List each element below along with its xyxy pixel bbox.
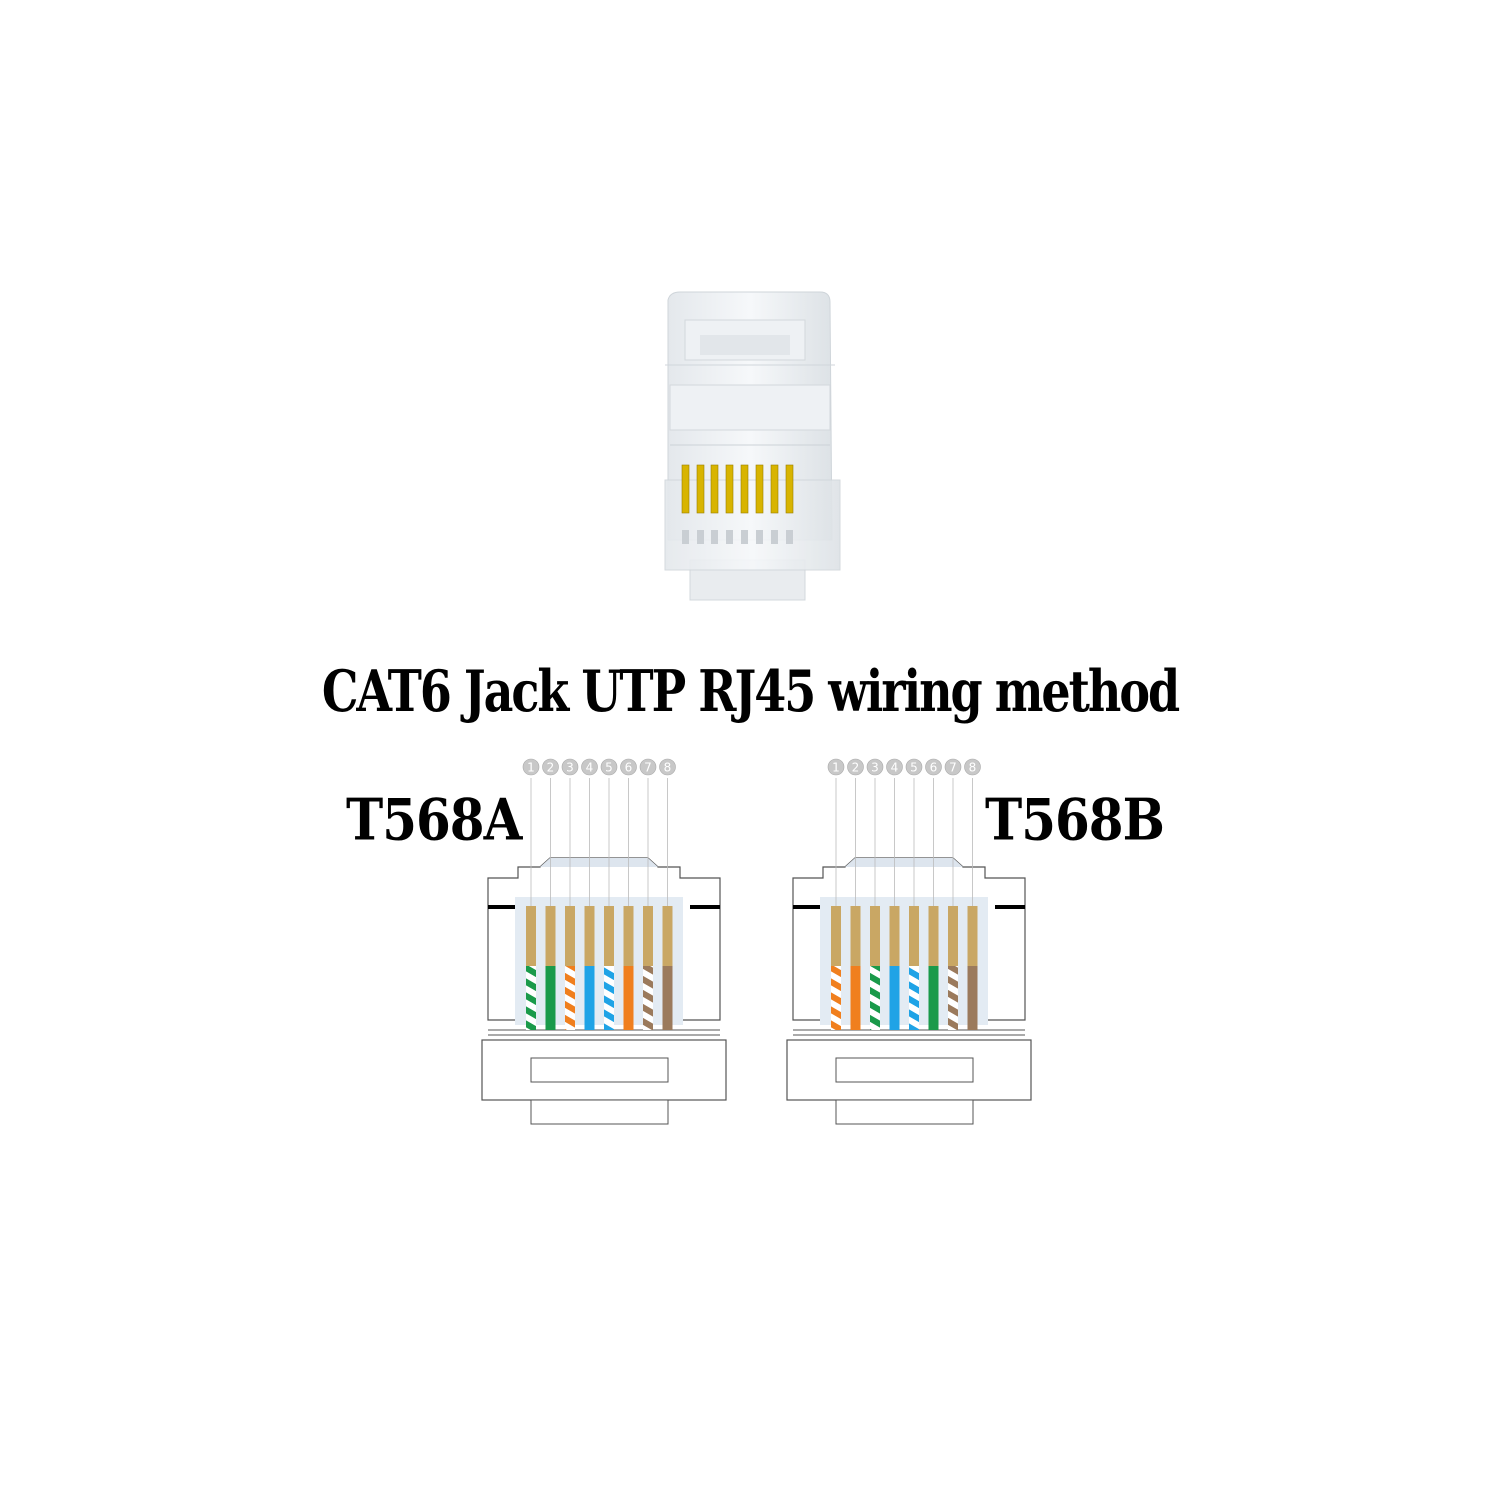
- pin-number-badge: 7: [639, 758, 657, 776]
- wire-white-green: [526, 966, 536, 1030]
- svg-text:4: 4: [586, 761, 594, 775]
- svg-text:4: 4: [891, 761, 899, 775]
- svg-text:6: 6: [625, 761, 633, 775]
- pin-number-badge: 8: [659, 758, 676, 776]
- wire-white-brown: [948, 966, 958, 1030]
- gold-contact: [948, 906, 958, 966]
- wire-white-orange: [565, 966, 575, 1030]
- svg-text:8: 8: [969, 761, 977, 775]
- svg-text:5: 5: [910, 761, 918, 775]
- wire-green: [928, 966, 939, 1030]
- pin-number-badge: 7: [944, 758, 962, 776]
- gold-contact: [643, 906, 653, 966]
- pin-number-badge: 1: [827, 758, 845, 776]
- gold-contact: [662, 906, 673, 966]
- svg-text:7: 7: [644, 761, 652, 775]
- wire-white-orange: [831, 966, 841, 1030]
- gold-contact: [928, 906, 939, 966]
- gold-contact: [604, 906, 614, 966]
- wire-orange: [623, 966, 634, 1030]
- svg-text:6: 6: [930, 761, 938, 775]
- svg-text:2: 2: [852, 761, 860, 775]
- wire-white-blue: [604, 966, 614, 1030]
- gold-contact: [584, 906, 595, 966]
- diagram-title: CAT6 Jack UTP RJ45 wiring method: [321, 657, 1180, 725]
- pin-number-badge: 6: [620, 758, 637, 776]
- rj45-connector-photo: [664, 291, 841, 601]
- wire-green: [545, 966, 556, 1030]
- pin-number-badge: 8: [964, 758, 981, 776]
- wire-blue: [889, 966, 900, 1030]
- wire-white-blue: [909, 966, 919, 1030]
- svg-text:1: 1: [832, 761, 840, 775]
- pin-number-badge: 6: [925, 758, 942, 776]
- pin-number-badge: 3: [866, 758, 884, 776]
- gold-contact: [565, 906, 575, 966]
- pin-number-badge: 1: [522, 758, 540, 776]
- gold-contact: [909, 906, 919, 966]
- pin-number-badge: 5: [905, 758, 923, 776]
- wire-brown: [967, 966, 978, 1030]
- gold-contact: [623, 906, 634, 966]
- gold-contact: [831, 906, 841, 966]
- svg-text:3: 3: [871, 761, 879, 775]
- standard-label-t568a: T568A: [346, 785, 522, 854]
- gold-contacts: [681, 464, 794, 514]
- pin-number-badge: 4: [581, 758, 598, 776]
- svg-text:5: 5: [605, 761, 613, 775]
- pin-number-badge: 5: [600, 758, 618, 776]
- svg-text:8: 8: [664, 761, 672, 775]
- pin-number-badge: 3: [561, 758, 579, 776]
- gold-contact: [545, 906, 556, 966]
- pin-number-badge: 2: [847, 758, 864, 776]
- svg-text:3: 3: [566, 761, 574, 775]
- standard-label-t568b: T568B: [985, 785, 1165, 854]
- wire-white-brown: [643, 966, 653, 1030]
- svg-text:1: 1: [527, 761, 535, 775]
- gold-contact: [526, 906, 536, 966]
- gold-contact: [870, 906, 880, 966]
- pin-number-badge: 4: [886, 758, 903, 776]
- svg-text:7: 7: [949, 761, 957, 775]
- wire-blue: [584, 966, 595, 1030]
- wire-brown: [662, 966, 673, 1030]
- wire-orange: [850, 966, 861, 1030]
- svg-text:2: 2: [547, 761, 555, 775]
- gold-contact: [889, 906, 900, 966]
- pin-number-badge: 2: [542, 758, 559, 776]
- gold-contact: [967, 906, 978, 966]
- gold-contact: [850, 906, 861, 966]
- wire-white-green: [870, 966, 880, 1030]
